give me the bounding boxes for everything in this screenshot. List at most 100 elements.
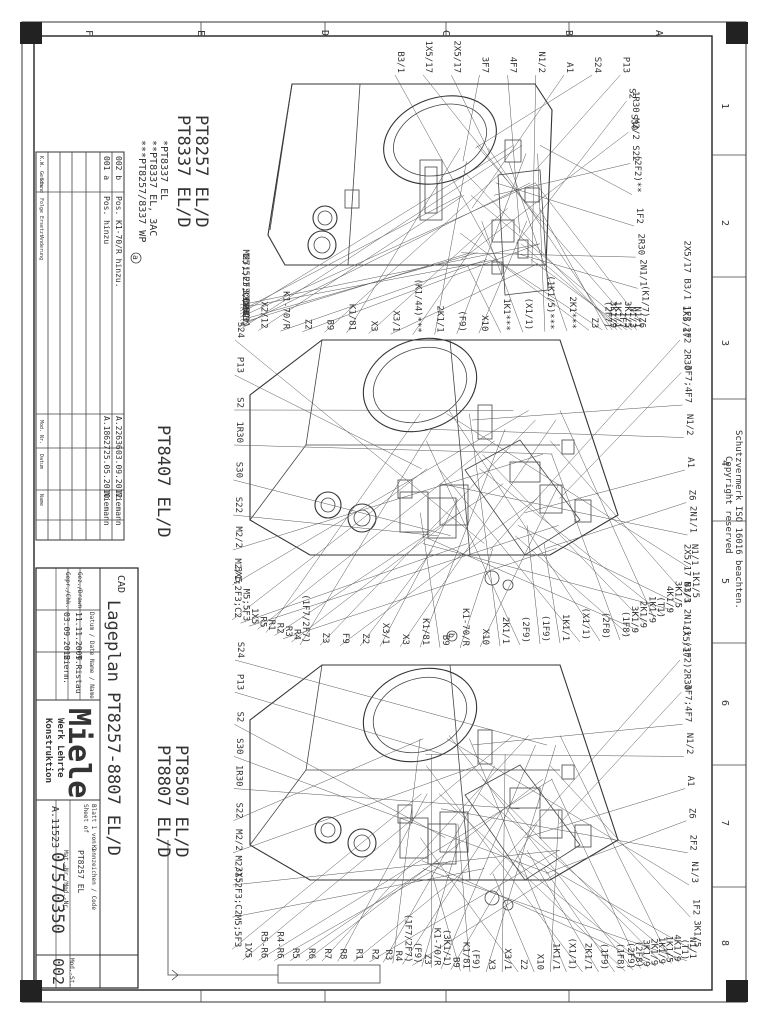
- callout-label: Z3: [589, 317, 599, 328]
- row-number: 4: [719, 460, 730, 466]
- drawn-date: 11.11.2009: [74, 612, 83, 660]
- callout-label: 3K1/9: [607, 301, 617, 328]
- leader-line: [257, 440, 495, 630]
- leader-line: [240, 543, 468, 624]
- mat-label: Mat.-Nr./Mod.-Nr.: [62, 850, 69, 911]
- leader-line: [426, 440, 521, 646]
- rev-row-doc: A.22636: [114, 416, 123, 450]
- callout-label: K1/81: [420, 618, 430, 645]
- leader-line: [421, 535, 638, 631]
- callout-label: N1/2: [684, 414, 694, 436]
- callout-label: 2K1***: [567, 296, 577, 329]
- callout-label: (1F9): [599, 943, 609, 970]
- leader-line: [239, 252, 478, 321]
- rev-row-doc: A.18627: [102, 416, 111, 450]
- callout-label: 2K1/1: [435, 305, 445, 332]
- leader-line: [258, 778, 553, 961]
- doc-number: 07570350: [47, 852, 67, 934]
- leader-line: [514, 252, 638, 289]
- leader-line: [469, 738, 567, 973]
- leader-line: [489, 339, 681, 551]
- leader-line: [390, 263, 539, 335]
- leader-line: [446, 413, 689, 568]
- leader-line: [451, 74, 491, 154]
- title-block: CAD Lageplan PT8257-8807 EL/D Datum / Da…: [35, 567, 139, 989]
- callout-label: 3X5: [233, 867, 243, 883]
- leader-line: [233, 479, 451, 536]
- leader-line: [412, 873, 557, 966]
- leader-line: [425, 428, 684, 438]
- callout-label: 3X5: [232, 567, 242, 583]
- callout-label: X3: [400, 634, 410, 645]
- view-title: PT8337 EL/D: [173, 115, 193, 228]
- drawing-title: Lageplan PT8257-8807 EL/D: [103, 600, 123, 856]
- leader-line: [369, 850, 559, 963]
- row-number: 5: [719, 578, 730, 584]
- view-title: PT8507 EL/D: [171, 745, 191, 858]
- corner-mark: [726, 22, 748, 44]
- leader-line: [526, 850, 599, 973]
- col-letter: F: [83, 30, 94, 36]
- callout-label: Z3: [422, 954, 432, 965]
- callout-label: S22: [233, 802, 243, 818]
- callout-label: M5;5F3: [241, 589, 251, 622]
- plant-line: Konstruktion: [43, 718, 54, 783]
- callout-label: 1K1/1: [550, 943, 560, 970]
- leader-line: [274, 860, 451, 961]
- rev-row-id: 001 a: [102, 156, 111, 180]
- callout-label: R8: [338, 949, 348, 960]
- callout-label: R6: [306, 948, 316, 959]
- leader-line: [232, 453, 543, 551]
- leader-line: [440, 483, 688, 536]
- col-letter: A: [653, 30, 664, 36]
- frame-dividers: [200, 22, 746, 1002]
- leader-line: [402, 808, 504, 965]
- leader-line: [234, 339, 485, 544]
- date-name-label: Datum / Date Name / Name: [88, 612, 95, 699]
- leader-line: [471, 74, 565, 209]
- callout-label: R1: [240, 304, 250, 315]
- leader-line: [539, 208, 608, 331]
- callout-label: 1K1/1: [612, 301, 622, 328]
- leader-line: [368, 207, 508, 334]
- callout-label: S30: [234, 738, 244, 754]
- callout-label: R3: [283, 626, 293, 637]
- callout-label: P13: [620, 57, 630, 73]
- leader-line: [421, 837, 460, 967]
- leader-line: [440, 808, 688, 854]
- callout-label: P13: [235, 357, 245, 373]
- leader-line: [545, 820, 687, 874]
- callout-label: M5;5F3;C5: [240, 254, 250, 303]
- row-numbers: 1 2 3 4 5 6 7 8: [719, 103, 730, 946]
- callout-label: X10: [479, 315, 489, 331]
- callout-label: B9: [451, 957, 461, 968]
- leader-line: [521, 243, 623, 331]
- callout-label: 2F2: [688, 835, 698, 851]
- leader-line: [492, 873, 535, 973]
- callout-label: 2X5/17 B3/1 1F2 2F2 2R30: [681, 240, 691, 370]
- callout-label: 3X5: [240, 290, 250, 306]
- leader-line: [420, 512, 441, 648]
- callout-label: 1K1***: [501, 298, 511, 331]
- callout-label: 2K1/1: [500, 617, 510, 644]
- callout-label: R2: [275, 623, 285, 634]
- leader-line: [399, 419, 557, 648]
- callout-label: 1R30: [234, 765, 244, 787]
- leader-line: [514, 535, 629, 636]
- leader-line: [460, 232, 590, 331]
- callout-label: 1X5/17: [680, 625, 690, 658]
- leader-line: [419, 429, 506, 648]
- leader-line: [475, 74, 593, 149]
- callout-label: 4K1/9: [664, 586, 674, 613]
- leader-line: [550, 808, 560, 973]
- leader-line: [291, 512, 460, 643]
- callout-label: (F9): [412, 942, 422, 964]
- callout-label: N1/3: [681, 581, 691, 603]
- leader-line: [524, 469, 686, 514]
- callout-label: 3K1/9: [641, 939, 651, 966]
- callout-label: B9: [324, 320, 334, 331]
- leader-line: [337, 793, 428, 962]
- view-title: PT8407 EL/D: [153, 425, 173, 538]
